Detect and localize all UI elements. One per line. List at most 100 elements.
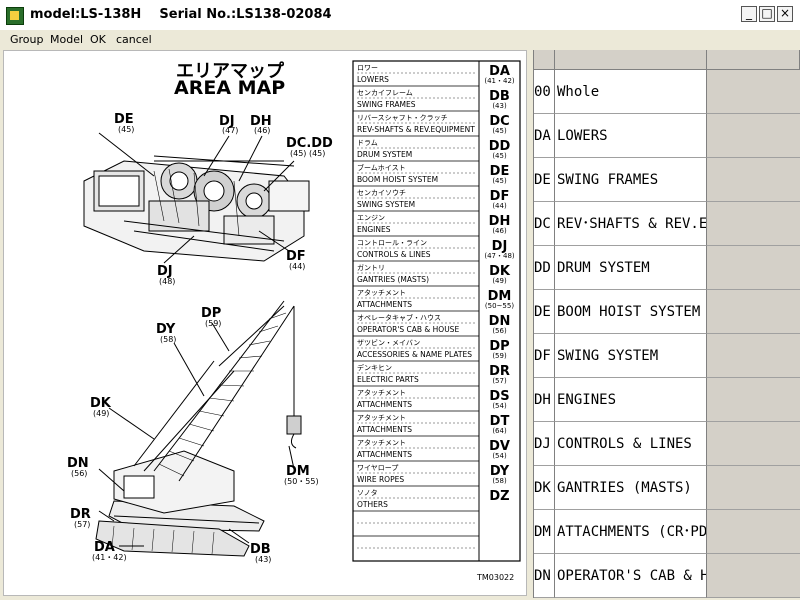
label-dr-num: (57) <box>74 520 90 529</box>
grid-cell-name[interactable]: DRUM SYSTEM <box>555 246 707 290</box>
grid-cell-blank[interactable] <box>707 246 800 290</box>
grid-header-blank[interactable] <box>707 50 800 70</box>
grid-cell-code[interactable]: DM <box>534 510 555 554</box>
grid-cell-code[interactable]: DC <box>534 202 555 246</box>
legend-en: LOWERS <box>357 75 389 84</box>
window-title: model:LS-138H Serial No.:LS138-02084 <box>30 7 332 22</box>
grid-cell-code[interactable]: DK <box>534 466 555 510</box>
grid-cell-name[interactable]: ENGINES <box>555 378 707 422</box>
close-button[interactable]: × <box>777 6 793 22</box>
grid-cell-name[interactable]: BOOM HOIST SYSTEM <box>555 290 707 334</box>
label-dj-num: (47) <box>222 126 238 135</box>
legend-code: DH <box>489 214 511 229</box>
grid-header-name[interactable] <box>555 50 707 70</box>
legend-en: SWING FRAMES <box>357 100 416 109</box>
label-df-num: (44) <box>289 262 305 271</box>
menu-ok[interactable]: OK <box>90 33 106 46</box>
machinery-labels: DE (45) DJ (47) DH (46) DC.DD (45) (45) … <box>114 112 333 286</box>
menu-model[interactable]: Model <box>50 33 84 46</box>
grid-cell-blank[interactable] <box>707 378 800 422</box>
grid-cell-blank[interactable] <box>707 202 800 246</box>
grid-cell-blank[interactable] <box>707 334 800 378</box>
grid-cell-name[interactable]: LOWERS <box>555 114 707 158</box>
label-da-num: (41・42) <box>92 553 127 562</box>
label-dc-dd-num: (45) (45) <box>290 149 325 158</box>
grid-cell-name[interactable]: SWING SYSTEM <box>555 334 707 378</box>
pane-splitter[interactable] <box>527 50 533 598</box>
legend-code: DR <box>489 364 510 379</box>
grid-cell-blank[interactable] <box>707 70 800 114</box>
legend-page: (56) <box>492 327 507 335</box>
label-df: DF <box>286 249 306 264</box>
grid-cell-code[interactable]: DH <box>534 378 555 422</box>
area-map-pane[interactable]: エリアマップ AREA MAP <box>3 50 527 596</box>
grid-cell-blank[interactable] <box>707 114 800 158</box>
map-title-en: AREA MAP <box>174 77 285 99</box>
grid-cell-code[interactable]: DD <box>534 246 555 290</box>
legend-page: (50~55) <box>485 302 514 310</box>
menu-cancel[interactable]: cancel <box>116 33 152 46</box>
legend-en: ATTACHMENTS <box>357 450 412 459</box>
label-de-num: (45) <box>118 125 134 134</box>
legend-page: (49) <box>492 277 507 285</box>
legend-code: DN <box>489 314 511 329</box>
legend-jp: オペレータキャブ・ハウス <box>357 313 441 322</box>
minimize-button[interactable]: _ <box>741 6 757 22</box>
legend-jp: センカイソウチ <box>357 189 406 197</box>
legend-jp: ソノタ <box>357 488 378 497</box>
legend-jp: デンキヒン <box>357 363 392 372</box>
grid-cell-name[interactable]: SWING FRAMES <box>555 158 707 202</box>
label-db: DB <box>250 542 271 557</box>
legend-page: (44) <box>492 202 507 210</box>
maximize-button[interactable]: □ <box>759 6 775 22</box>
grid-cell-code[interactable]: DJ <box>534 422 555 466</box>
legend-jp: リバースシャフト・クラッチ <box>357 114 448 122</box>
legend-code: DB <box>489 89 510 104</box>
legend-en: WIRE ROPES <box>357 475 404 484</box>
grid-cell-blank[interactable] <box>707 422 800 466</box>
legend-en: ATTACHMENTS <box>357 425 412 434</box>
grid-cell-blank[interactable] <box>707 158 800 202</box>
legend-en: ATTACHMENTS <box>357 300 412 309</box>
grid-cell-name[interactable]: OPERATOR'S CAB & HO <box>555 554 707 598</box>
grid-cell-code[interactable]: DE <box>534 158 555 202</box>
legend-jp: コントロール・ライン <box>357 239 427 247</box>
grid-cell-blank[interactable] <box>707 466 800 510</box>
menu-bar: Group Model OK cancel <box>0 30 800 49</box>
label-de: DE <box>114 112 134 127</box>
label-dj-lower-num: (48) <box>159 277 175 286</box>
grid-cell-name[interactable]: Whole <box>555 70 707 114</box>
grid-cell-code[interactable]: DN <box>534 554 555 598</box>
legend-jp: ザツビン・メイバン <box>357 338 420 347</box>
grid-cell-blank[interactable] <box>707 554 800 598</box>
grid-cell-code[interactable]: DA <box>534 114 555 158</box>
legend-jp: アタッチメント <box>357 413 406 422</box>
grid-cell-name[interactable]: GANTRIES (MASTS) <box>555 466 707 510</box>
drawing-number: TM03022 <box>476 573 514 582</box>
legend-code: DK <box>489 264 511 279</box>
label-dj: DJ <box>219 114 235 129</box>
grid-cell-blank[interactable] <box>707 510 800 554</box>
menu-group[interactable]: Group <box>10 33 44 46</box>
legend-page: (47・48) <box>484 252 515 260</box>
grid-header-code[interactable] <box>534 50 555 70</box>
legend-en: ACCESSORIES & NAME PLATES <box>357 350 472 359</box>
legend-en: SWING SYSTEM <box>357 200 415 209</box>
label-dn: DN <box>67 456 89 471</box>
grid-cell-code[interactable]: DF <box>534 334 555 378</box>
grid-cell-name[interactable]: REV･SHAFTS & REV.EQ <box>555 202 707 246</box>
grid-cell-name[interactable]: ATTACHMENTS (CR･PD <box>555 510 707 554</box>
label-dm-num: (50・55) <box>284 477 319 486</box>
grid-cell-code[interactable]: 00 <box>534 70 555 114</box>
grid-cell-name[interactable]: CONTROLS & LINES <box>555 422 707 466</box>
grid-cell-code[interactable]: DE <box>534 290 555 334</box>
grid-cell-blank[interactable] <box>707 290 800 334</box>
